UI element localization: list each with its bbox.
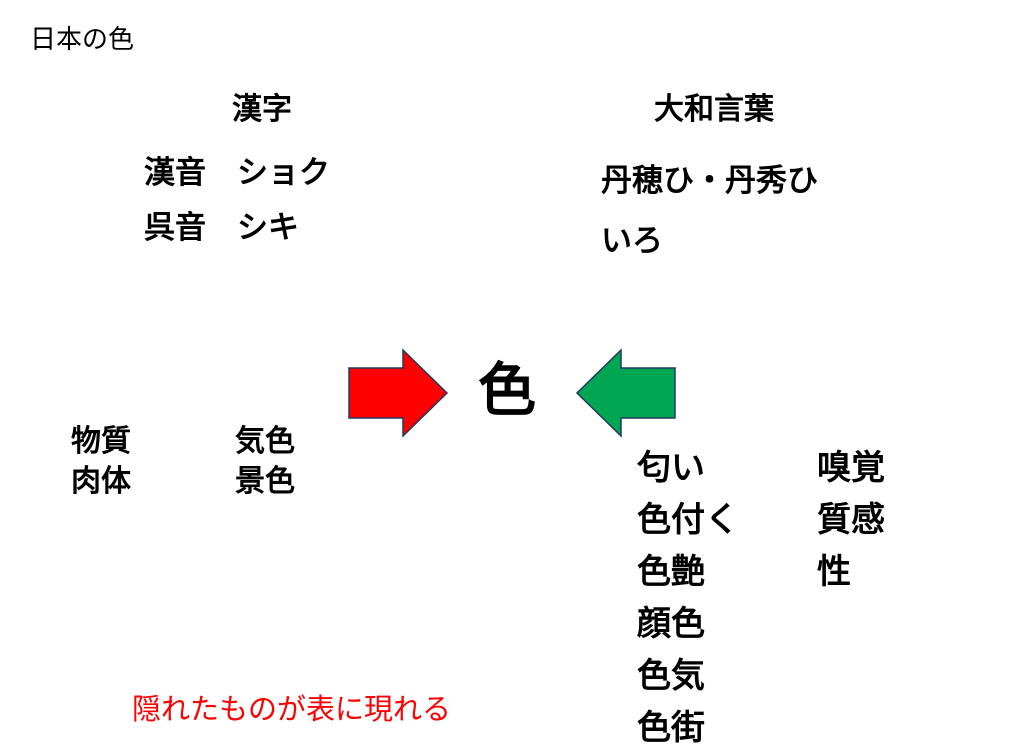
left-word: 景色	[235, 464, 295, 499]
left-arrow-icon	[575, 348, 676, 438]
right-word-column-2: 嗅覚 質感 性	[817, 442, 885, 598]
left-word-column-1: 物質 肉体	[71, 422, 131, 502]
list-item: 匂い	[637, 448, 705, 488]
caption: 隠れたものが表に現れる	[132, 692, 452, 726]
right-arrow-icon	[348, 348, 449, 438]
left-word: 肉体	[71, 464, 131, 499]
list-item: 質感	[817, 500, 885, 540]
kan-on-reading: 漢音 ショク	[144, 155, 330, 191]
list-item: 性	[817, 552, 851, 592]
yamato-reading-2: いろ	[601, 223, 663, 259]
list-item: 色艶	[637, 552, 705, 592]
center-character: 色	[478, 356, 537, 424]
left-word: 物質	[71, 424, 131, 459]
list-item: 色付く	[637, 500, 739, 540]
page-title: 日本の色	[30, 25, 135, 55]
list-item: 嗅覚	[817, 448, 885, 488]
list-item: 色気	[637, 656, 705, 696]
right-word-column-1: 匂い 色付く 色艶 顔色 色気 色街	[637, 442, 739, 754]
list-item: 色街	[637, 708, 705, 748]
kanji-heading: 漢字	[232, 92, 292, 127]
yamato-reading-1: 丹穂ひ・丹秀ひ	[601, 163, 818, 199]
yamato-heading: 大和言葉	[654, 92, 774, 127]
left-word: 気色	[235, 424, 295, 459]
list-item: 顔色	[637, 604, 705, 644]
go-on-reading: 呉音 シキ	[144, 210, 299, 246]
left-word-column-2: 気色 景色	[235, 422, 295, 502]
